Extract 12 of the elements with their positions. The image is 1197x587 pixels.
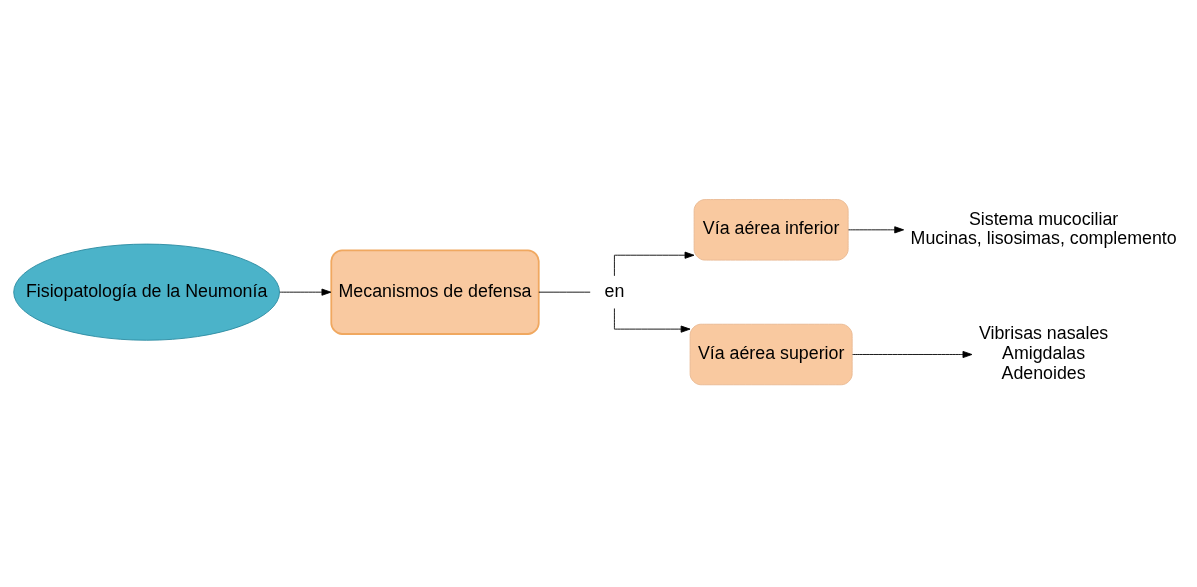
- node-ellipse: Fisiopatología de la Neumonía: [13, 243, 280, 341]
- arrow: [613, 308, 691, 333]
- node-text: Sistema mucociliar Mucinas, lisosimas, complemento: [910, 208, 1177, 249]
- node-text: en: [604, 280, 625, 301]
- arrow: [613, 251, 695, 277]
- node-text: Vibrisas nasales Amigdalas Adenoides: [978, 323, 1109, 383]
- arrow: [848, 226, 905, 234]
- arrow: [279, 288, 332, 296]
- node-box: Vía aérea superior: [689, 323, 853, 386]
- arrow: [852, 350, 973, 359]
- node-box: Mecanismos de defensa: [330, 249, 540, 335]
- node-box: Vía aérea inferior: [693, 199, 849, 261]
